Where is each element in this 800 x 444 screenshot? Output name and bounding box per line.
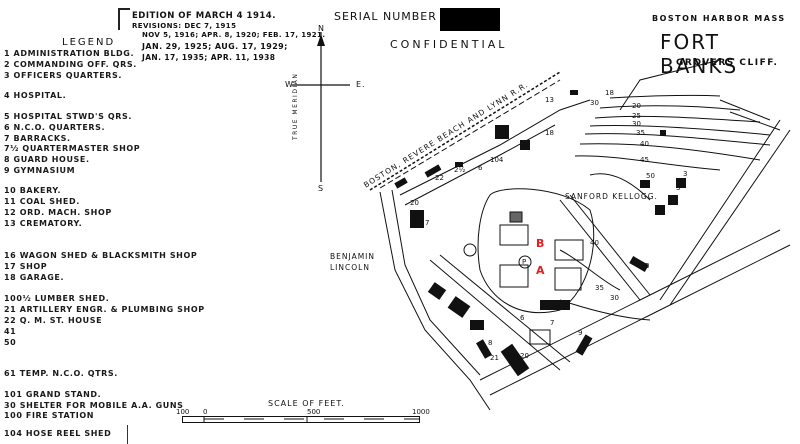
legend-item: 13 CREMATORY.	[4, 219, 83, 228]
svg-text:2½: 2½	[454, 166, 465, 174]
svg-text:30: 30	[632, 120, 641, 128]
svg-text:20: 20	[632, 102, 641, 110]
legend-item: 104 HOSE REEL SHED	[4, 429, 112, 438]
compass-south: S	[318, 184, 325, 193]
legend-item: 12 ORD. MACH. SHOP	[4, 208, 112, 217]
legend-item: 9 GYMNASIUM	[4, 166, 76, 175]
classification-label: CONFIDENTIAL	[390, 38, 508, 51]
svg-text:35: 35	[595, 284, 604, 292]
scale-bar	[182, 416, 420, 423]
serial-number-label: SERIAL NUMBER	[334, 10, 437, 23]
svg-text:30: 30	[590, 99, 599, 107]
legend-item: 7½ QUARTERMASTER SHOP	[4, 144, 141, 153]
revision-line: JAN. 29, 1925; AUG. 17, 1929;	[142, 42, 288, 51]
legend-item: 10 BAKERY.	[4, 186, 62, 195]
svg-text:40: 40	[590, 239, 599, 247]
revision-line: NOV 5, 1916; APR. 8, 1920; FEB. 17, 1921…	[142, 31, 326, 39]
compass-north: N	[318, 24, 325, 33]
svg-text:8: 8	[488, 339, 492, 347]
scale-tick: 1000	[412, 408, 430, 416]
legend-item: 4 HOSPITAL.	[4, 91, 67, 100]
svg-text:7: 7	[550, 319, 554, 327]
svg-text:25: 25	[632, 112, 641, 120]
legend-item: 50	[4, 338, 17, 347]
svg-text:3: 3	[658, 209, 662, 217]
legend-item: 5 HOSPITAL STWD'S QRS.	[4, 112, 133, 121]
legend-item: 100 FIRE STATION	[4, 411, 95, 420]
svg-text:6: 6	[478, 164, 483, 172]
svg-text:22: 22	[435, 174, 444, 182]
svg-text:20: 20	[520, 352, 529, 360]
svg-text:2: 2	[668, 199, 672, 207]
fort-name: FORT BANKS	[660, 30, 739, 78]
marker-a: A	[536, 264, 545, 277]
marker-b: B	[536, 237, 545, 250]
svg-text:104: 104	[490, 156, 504, 164]
legend-item: 2 COMMANDING OFF. QRS.	[4, 60, 137, 69]
edition-title: EDITION OF MARCH 4 1914.	[132, 11, 276, 21]
compass-west: W	[285, 80, 294, 89]
legend-title: LEGEND	[62, 37, 116, 48]
svg-text:40: 40	[640, 140, 649, 148]
svg-text:50: 50	[646, 172, 655, 180]
edition-bracket	[118, 8, 130, 30]
legend-item: 8 GUARD HOUSE.	[4, 155, 90, 164]
legend-item: 101 GRAND STAND.	[4, 390, 102, 399]
svg-text:21: 21	[490, 354, 499, 362]
legend-item: 7 BARRACKS.	[4, 134, 71, 143]
svg-text:3: 3	[683, 170, 687, 178]
scale-title: SCALE OF FEET.	[268, 399, 345, 408]
svg-text:30: 30	[610, 294, 619, 302]
svg-text:7: 7	[425, 219, 429, 227]
legend-item: 3 OFFICERS QUARTERS.	[4, 71, 123, 80]
scale-tick: 100	[176, 408, 190, 416]
parking-symbol: P	[522, 258, 528, 266]
scale-tick: 0	[203, 408, 208, 416]
svg-text:45: 45	[640, 156, 649, 164]
legend-item: 22 Q. M. ST. HOUSE	[4, 316, 103, 325]
legend-item: 6 N.C.O. QUARTERS.	[4, 123, 106, 132]
compass-east: E.	[356, 80, 366, 89]
legend-item: 100½ LUMBER SHED.	[4, 294, 110, 303]
svg-text:13: 13	[545, 96, 554, 104]
divider	[127, 425, 128, 444]
compass-rose-icon	[292, 32, 350, 182]
legend-item: 21 ARTILLERY ENGR. & PLUMBING SHOP	[4, 305, 205, 314]
svg-text:35: 35	[636, 129, 645, 137]
svg-text:6: 6	[520, 314, 525, 322]
svg-text:18: 18	[545, 129, 554, 137]
legend-item: 41	[4, 327, 17, 336]
legend-item: 16 WAGON SHED & BLACKSMITH SHOP	[4, 251, 198, 260]
svg-text:18: 18	[605, 89, 614, 97]
legend-item: 18 GARAGE.	[4, 273, 65, 282]
legend-item: 30 SHELTER FOR MOBILE A.A. GUNS	[4, 401, 184, 410]
legend-item: 1 ADMINISTRATION BLDG.	[4, 49, 135, 58]
legend-item: 17 SHOP	[4, 262, 48, 271]
svg-text:9: 9	[578, 329, 582, 337]
svg-text:3: 3	[676, 184, 680, 192]
revision-line: REVISIONS: DEC 7, 1915	[132, 22, 237, 30]
place-label-benjamin-lincoln: BENJAMIN LINCOLN	[330, 252, 375, 272]
serial-number-redaction	[440, 8, 500, 31]
place-label-sanford-kellogg: SANFORD KELLOGG.	[565, 192, 658, 201]
svg-text:20: 20	[410, 199, 419, 207]
scale-tick: 500	[307, 408, 321, 416]
legend-item: 61 TEMP. N.C.O. QTRS.	[4, 369, 118, 378]
revision-line: JAN. 17, 1935; APR. 11, 1938	[142, 53, 276, 62]
legend-item: 11 COAL SHED.	[4, 197, 80, 206]
svg-text:3: 3	[645, 262, 649, 270]
location-label: BOSTON HARBOR MASS	[652, 14, 786, 23]
true-meridian-label: TRUE MERIDIAN	[292, 72, 299, 140]
site-label: GROVERS CLIFF.	[676, 58, 779, 68]
